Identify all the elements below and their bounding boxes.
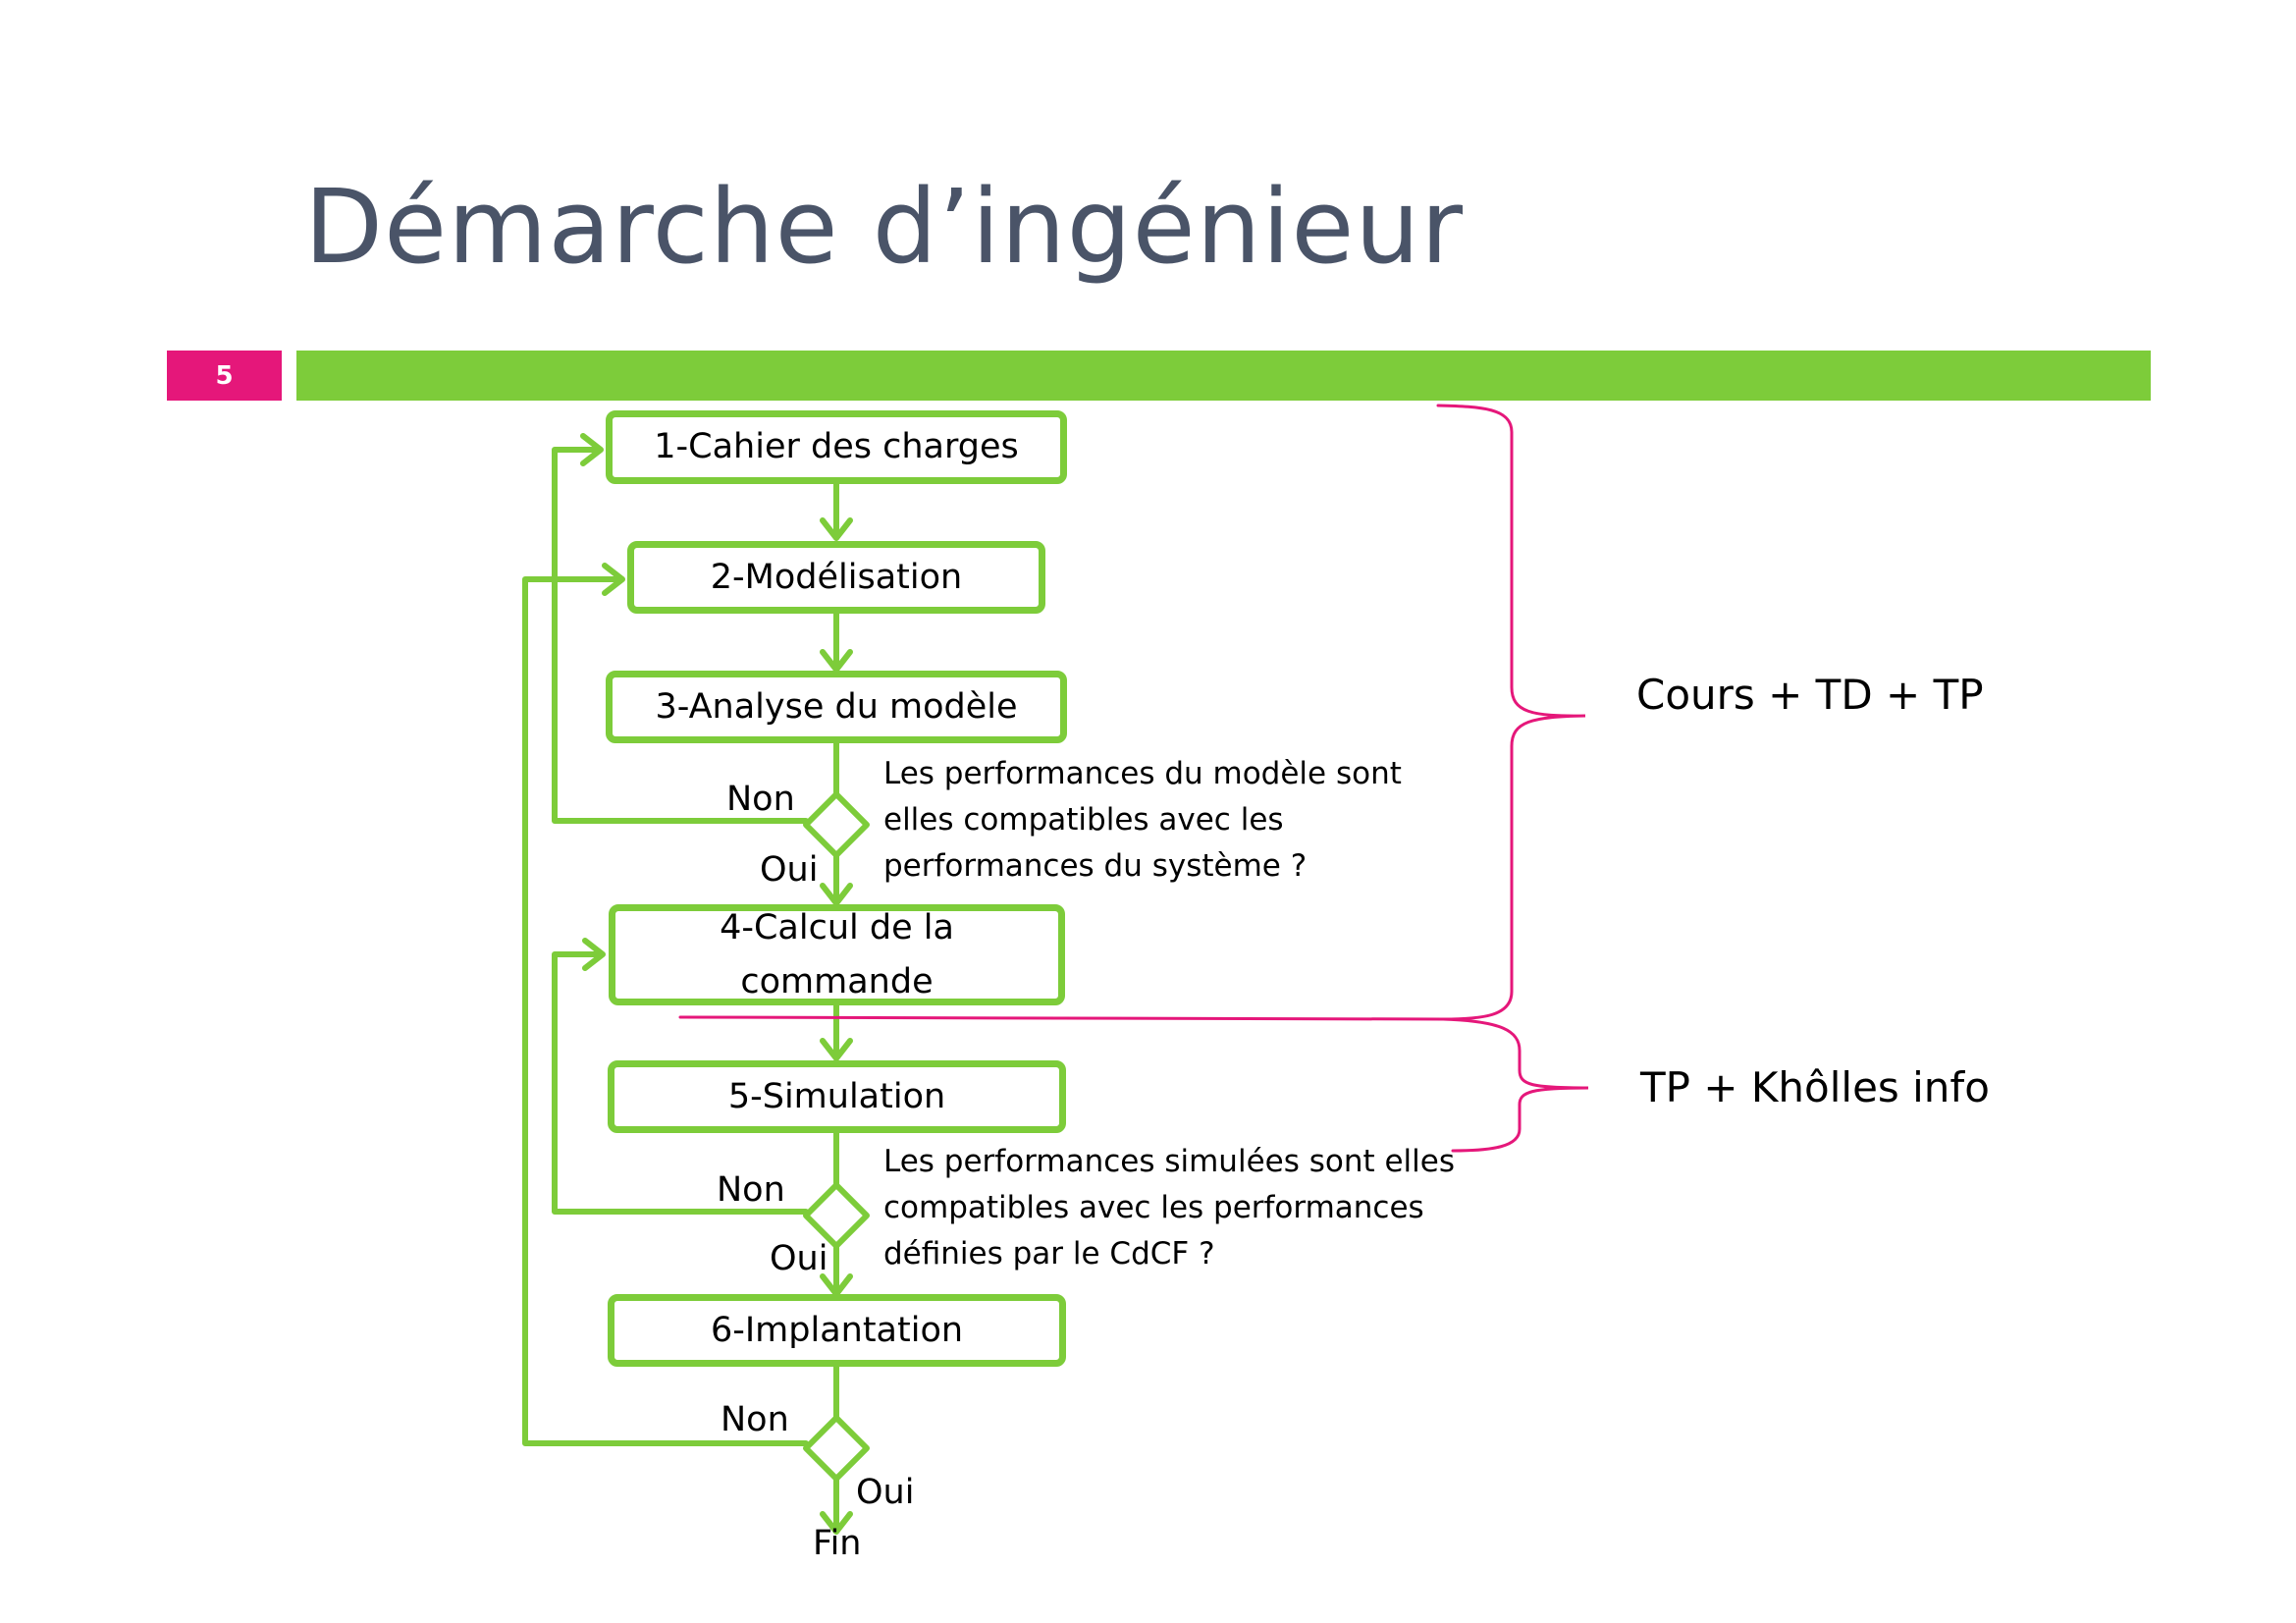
decision-2-no-label: Non	[717, 1170, 785, 1210]
loop-decision-1-to-step-1	[552, 433, 809, 824]
decision-1-question-line: elles compatibles avec les	[883, 802, 1284, 838]
decision-3-no-label: Non	[721, 1400, 789, 1439]
decision-2-question-line: Les performances simulées sont elles	[883, 1144, 1456, 1179]
loop-decision-3-to-step-2	[522, 563, 809, 1446]
arrow-decision-1-to-4	[820, 852, 853, 906]
bracket-label-tp-kholles: TP + Khôlles info	[1640, 1063, 1990, 1111]
decision-2-question-line: définies par le CdCF ?	[883, 1236, 1215, 1271]
page-number-badge: 5	[167, 351, 282, 401]
step-modelisation: 2-Modélisation	[627, 541, 1045, 614]
decision-2-yes-label: Oui	[770, 1239, 828, 1278]
step-calcul-de-la-commande: 4-Calcul de la commande	[609, 904, 1065, 1005]
decision-1-question-line: Les performances du modèle sont	[883, 756, 1402, 791]
end-label: Fin	[813, 1524, 862, 1563]
bracket-cours-td-tp	[678, 404, 1586, 1021]
step-simulation: 5-Simulation	[608, 1060, 1066, 1133]
bracket-label-cours-td-tp: Cours + TD + TP	[1636, 671, 1984, 719]
decision-2-question: Les performances simulées sont elles com…	[883, 1139, 1455, 1277]
arrow-1-to-2	[820, 481, 853, 541]
decision-1-no-label: Non	[726, 780, 795, 819]
decision-3-yes-label: Oui	[856, 1473, 915, 1512]
title-divider-bar	[296, 351, 2151, 401]
arrow-4-to-5	[820, 1002, 853, 1061]
step-implantation: 6-Implantation	[608, 1294, 1066, 1367]
decision-2-question-line: compatibles avec les performances	[883, 1190, 1424, 1225]
bracket-tp-kholles	[1441, 1017, 1589, 1153]
loop-decision-2-to-step-4	[552, 938, 809, 1215]
decision-1-question-line: performances du système ?	[883, 848, 1308, 884]
decision-diamond-1	[803, 791, 870, 858]
step-analyse-du-modele: 3-Analyse du modèle	[606, 671, 1067, 743]
step-cahier-des-charges: 1-Cahier des charges	[606, 410, 1067, 484]
page-title: Démarche d’ingénieur	[304, 167, 1465, 287]
decision-1-yes-label: Oui	[760, 850, 819, 890]
arrow-2-to-3	[820, 611, 853, 673]
decision-diamond-3	[803, 1415, 870, 1482]
arrow-decision-3-to-end	[820, 1476, 853, 1535]
decision-diamond-2	[803, 1182, 870, 1249]
decision-1-question: Les performances du modèle sont elles co…	[883, 751, 1402, 890]
